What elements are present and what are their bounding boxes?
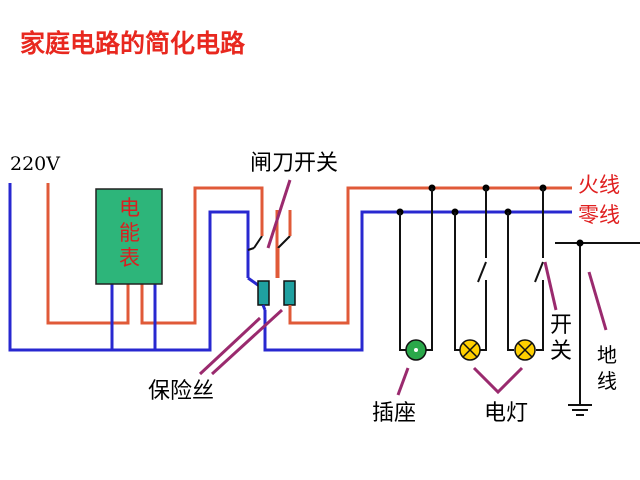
socket-label: 插座 bbox=[372, 401, 416, 426]
branch-wires bbox=[399, 188, 544, 351]
ground-pointer bbox=[587, 271, 608, 331]
socket-icon bbox=[405, 339, 427, 361]
lamp2-branch-neutral bbox=[507, 212, 514, 351]
lamp-label: 电灯 bbox=[484, 401, 528, 426]
live-wire-meter-to-switch bbox=[140, 186, 264, 325]
lamp-icon-2 bbox=[514, 339, 536, 361]
ground-label-char-2: 线 bbox=[597, 369, 617, 393]
lamp-pointer bbox=[472, 366, 524, 395]
knife-switch-blade-left bbox=[253, 235, 263, 249]
fuse-right bbox=[283, 280, 296, 306]
knife-switch-label: 闸刀开关 bbox=[250, 151, 338, 176]
lamp1-branch-neutral bbox=[454, 212, 460, 351]
neutral-wire-main bbox=[263, 210, 572, 352]
fuse-pointer-right bbox=[210, 308, 284, 376]
live-wire-input bbox=[46, 183, 130, 325]
switch-pointer bbox=[543, 261, 558, 311]
neutral-wire-label: 零线 bbox=[578, 203, 620, 227]
knife-switch-blade-right bbox=[277, 235, 291, 249]
neutral-wire-meter-to-switch bbox=[155, 210, 250, 352]
lamp2-switch-blade bbox=[534, 261, 544, 283]
fuse-left bbox=[257, 280, 270, 306]
knife-switch-contact-left bbox=[247, 247, 255, 251]
socket-branch-neutral bbox=[399, 212, 407, 351]
knife-switch-pointer bbox=[266, 179, 292, 249]
ground-junction-dot bbox=[576, 239, 584, 247]
fuse-left-lead bbox=[261, 304, 267, 311]
knife-switch bbox=[247, 235, 291, 251]
lamp2-branch-live-lower bbox=[536, 280, 544, 351]
neutral-wire-input bbox=[8, 183, 157, 352]
switch-label-char-2: 关 bbox=[550, 339, 572, 364]
meter-char-2: 能 bbox=[119, 221, 140, 245]
fuse-label: 保险丝 bbox=[148, 379, 214, 404]
meter-char-1: 电 bbox=[119, 196, 140, 220]
neutral-wire bbox=[8, 183, 572, 352]
lamp-icon-1 bbox=[459, 339, 481, 361]
fuse-pointer-left bbox=[198, 316, 262, 376]
diagram-title: 家庭电路的简化电路 bbox=[20, 29, 246, 58]
live-wire-label: 火线 bbox=[578, 173, 620, 197]
socket-pointer bbox=[396, 367, 410, 396]
ground-label-char-1: 地 bbox=[597, 343, 617, 367]
energy-meter-box bbox=[95, 188, 163, 285]
socket-branch-live bbox=[425, 188, 433, 351]
voltage-label: 220V bbox=[10, 153, 60, 175]
ground-wire bbox=[555, 242, 640, 416]
switch-label-char-1: 开 bbox=[550, 313, 572, 338]
lamp1-switch-blade bbox=[477, 261, 487, 283]
meter-char-3: 表 bbox=[119, 246, 140, 270]
lamp1-branch-live-lower bbox=[480, 280, 487, 351]
